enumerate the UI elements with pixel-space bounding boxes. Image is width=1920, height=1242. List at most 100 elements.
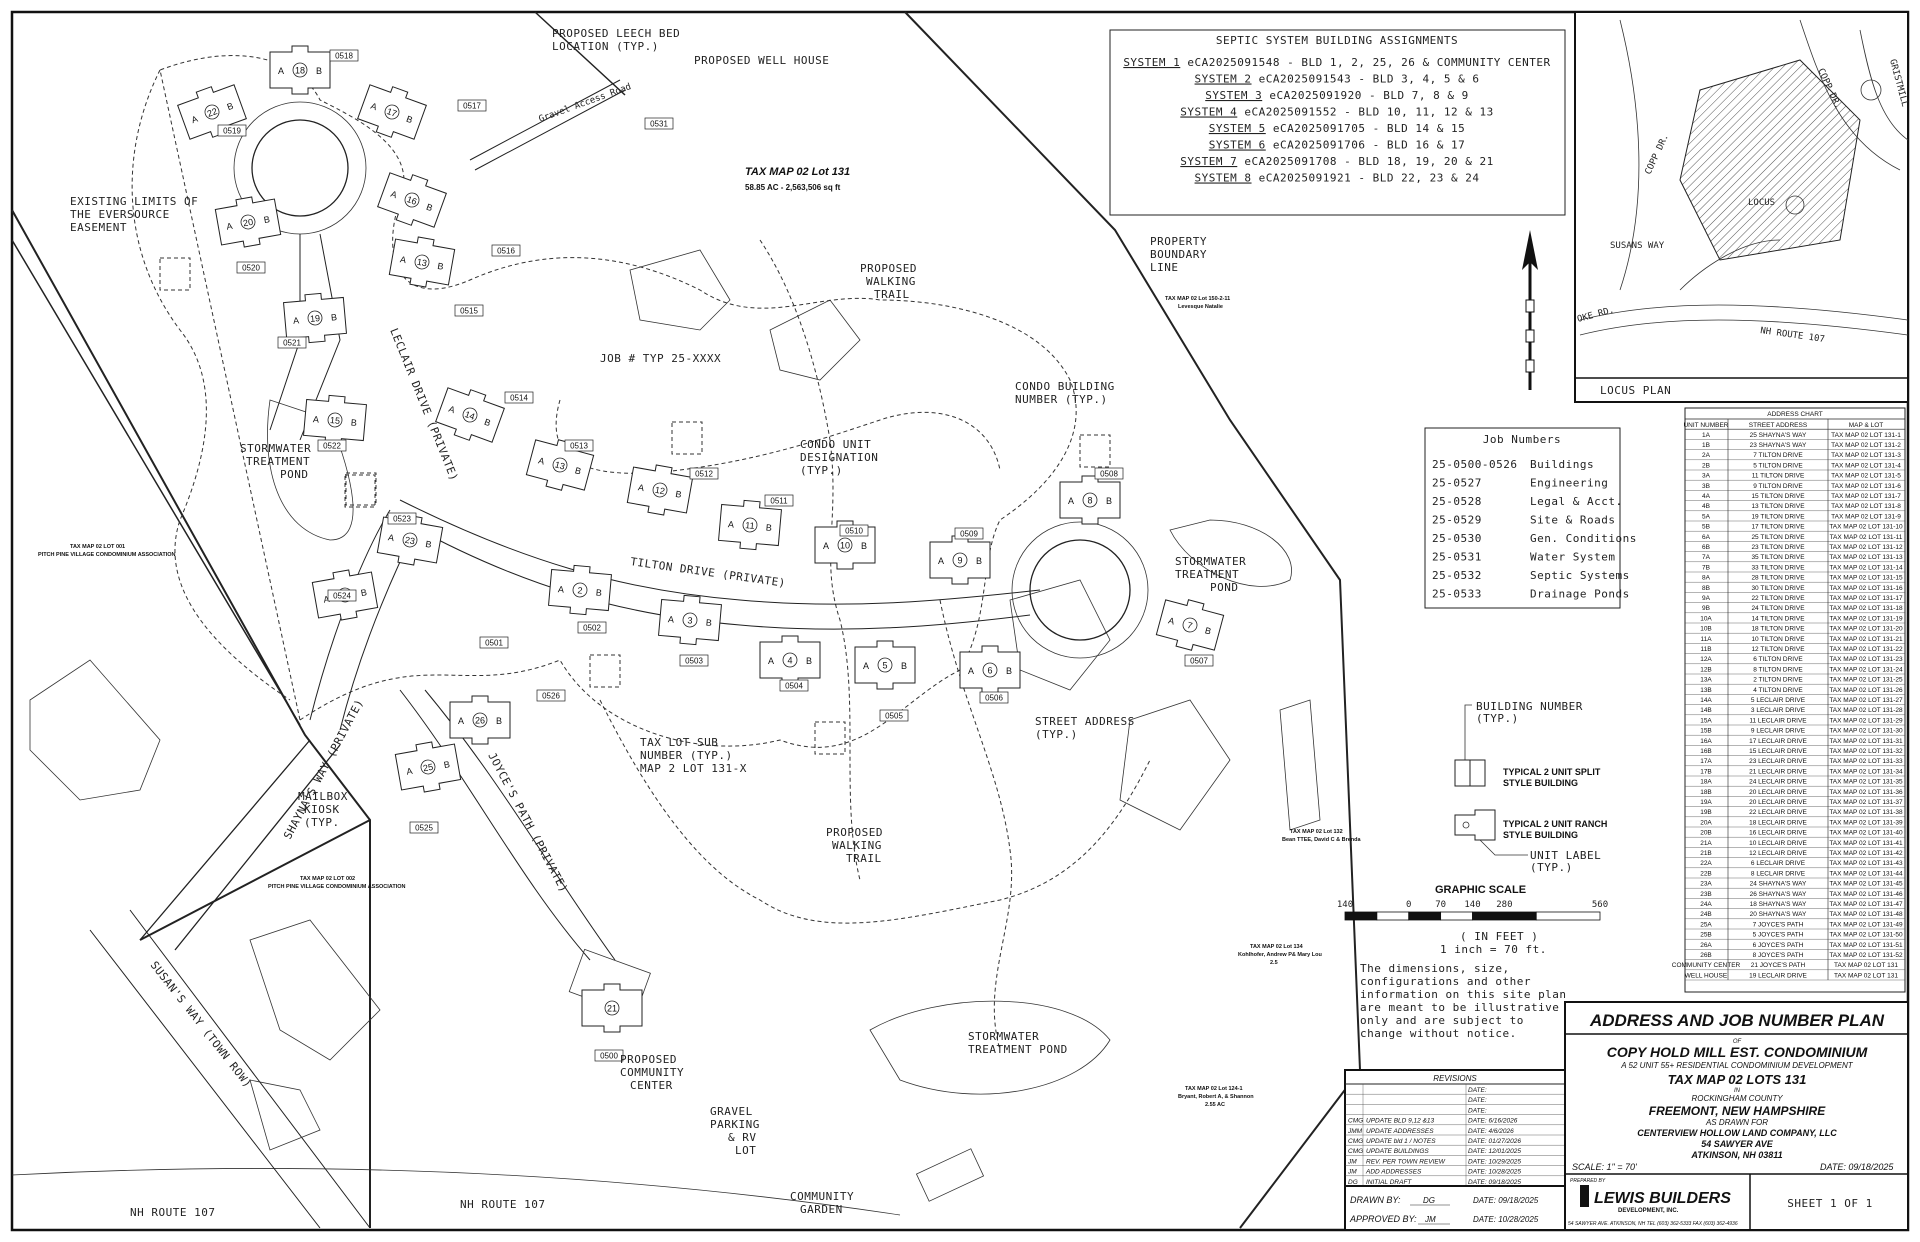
job-label: 0531	[650, 120, 668, 129]
legend-split-2: STYLE BUILDING	[1503, 778, 1578, 788]
condo-building[interactable]: 7AB	[1155, 594, 1225, 656]
client-addr-2: ATKINSON, NH 03811	[1690, 1150, 1782, 1160]
abutter-building-1	[29, 659, 161, 801]
unit-label: A	[768, 656, 774, 666]
building-number-circle	[877, 657, 893, 673]
address-unit: 15A	[1700, 717, 1712, 724]
leech-beds	[159, 257, 1111, 755]
job-description: Buildings	[1530, 458, 1594, 471]
address-lot: TAX MAP 02 LOT 131-35	[1829, 779, 1903, 786]
note-storm-s-1: STORMWATER	[968, 1030, 1039, 1043]
address-street: 7 TILTON DRIVE	[1753, 452, 1803, 459]
client-addr-1: 54 SAWYER AVE	[1701, 1139, 1774, 1149]
unit-label: A	[278, 66, 284, 76]
revision-desc: INITIAL DRAFT	[1366, 1179, 1412, 1186]
scale-segment	[1535, 911, 1601, 921]
legend-ranch-icon	[1454, 809, 1496, 841]
unit-label: B	[675, 489, 683, 500]
building-number-circle	[307, 310, 323, 326]
building-number: 14	[463, 409, 476, 422]
culdesac-east	[1029, 539, 1131, 641]
job-label-box	[1184, 654, 1214, 667]
address-street: 15 LECLAIR DRIVE	[1749, 748, 1807, 755]
stormwater-pond-west	[267, 399, 354, 541]
condo-building[interactable]: 21	[581, 983, 643, 1033]
septic-system-detail: eCA2025091543 - BLD 3, 4, 5 & 6	[1252, 73, 1480, 86]
legend-ranch-2: STYLE BUILDING	[1503, 830, 1578, 840]
job-label: 0524	[333, 592, 351, 601]
unit-label: A	[668, 614, 675, 624]
address-unit: 14B	[1700, 707, 1712, 714]
building-number: 26	[475, 716, 485, 726]
address-street: 5 TILTON DRIVE	[1753, 462, 1803, 469]
address-lot: TAX MAP 02 LOT 131-8	[1831, 503, 1901, 510]
disclaimer-line: configurations and other	[1360, 975, 1531, 988]
legend-building-number: BUILDING NUMBER	[1476, 700, 1583, 713]
septic-row: SYSTEM 6 eCA2025091706 - BLD 16 & 17	[1209, 139, 1465, 152]
revision-by: JM	[1347, 1169, 1357, 1176]
building-number-circle	[240, 214, 256, 230]
job-description: Drainage Ponds	[1530, 588, 1630, 601]
address-unit: 14A	[1700, 697, 1712, 704]
address-unit: 8B	[1702, 585, 1710, 592]
address-street: 20 LECLAIR DRIVE	[1749, 799, 1807, 806]
address-lot: TAX MAP 02 LOT 131-40	[1829, 830, 1903, 837]
septic-system: SYSTEM 3	[1205, 89, 1262, 102]
address-street: 22 LECLAIR DRIVE	[1749, 809, 1807, 816]
unit-label: A	[399, 254, 407, 265]
address-unit: 2B	[1702, 462, 1710, 469]
job-label-box	[329, 49, 359, 62]
job-label: 0520	[242, 264, 260, 273]
address-unit: 17B	[1700, 768, 1712, 775]
abutter-levesque-b: Levesque Natalie	[1178, 304, 1223, 310]
north-arrow	[1522, 230, 1538, 390]
unit-label: B	[806, 656, 812, 666]
address-unit: 17A	[1700, 758, 1712, 765]
unit-label: A	[1167, 615, 1175, 626]
address-street: 24 LECLAIR DRIVE	[1749, 779, 1807, 786]
job-label: 0523	[393, 515, 411, 524]
septic-title: SEPTIC SYSTEM BUILDING ASSIGNMENTS	[1216, 34, 1458, 47]
address-street: 20 LECLAIR DRIVE	[1749, 789, 1807, 796]
note-community-3: CENTER	[630, 1079, 673, 1092]
note-storm-e-1: STORMWATER	[1175, 555, 1246, 568]
disclaimer-line: change without notice.	[1360, 1027, 1517, 1040]
culdesac-north	[251, 119, 349, 217]
address-unit: 26B	[1700, 952, 1712, 959]
road-label-tilton: TILTON DRIVE (PRIVATE)	[630, 555, 787, 590]
title-block: ADDRESS AND JOB NUMBER PLAN OF COPY HOLD…	[1564, 1001, 1909, 1231]
note-community-2: COMMUNITY	[620, 1066, 684, 1079]
unit-label: B	[350, 417, 357, 427]
date-text: DATE: 09/18/2025	[1820, 1162, 1894, 1172]
address-lot: TAX MAP 02 LOT 131-12	[1829, 544, 1903, 551]
legend-split-1: TYPICAL 2 UNIT SPLIT	[1503, 767, 1601, 777]
address-street: 9 TILTON DRIVE	[1753, 483, 1803, 490]
building-number-circle	[742, 517, 758, 533]
job-label: 0510	[845, 527, 863, 536]
address-unit: 13A	[1700, 677, 1712, 684]
